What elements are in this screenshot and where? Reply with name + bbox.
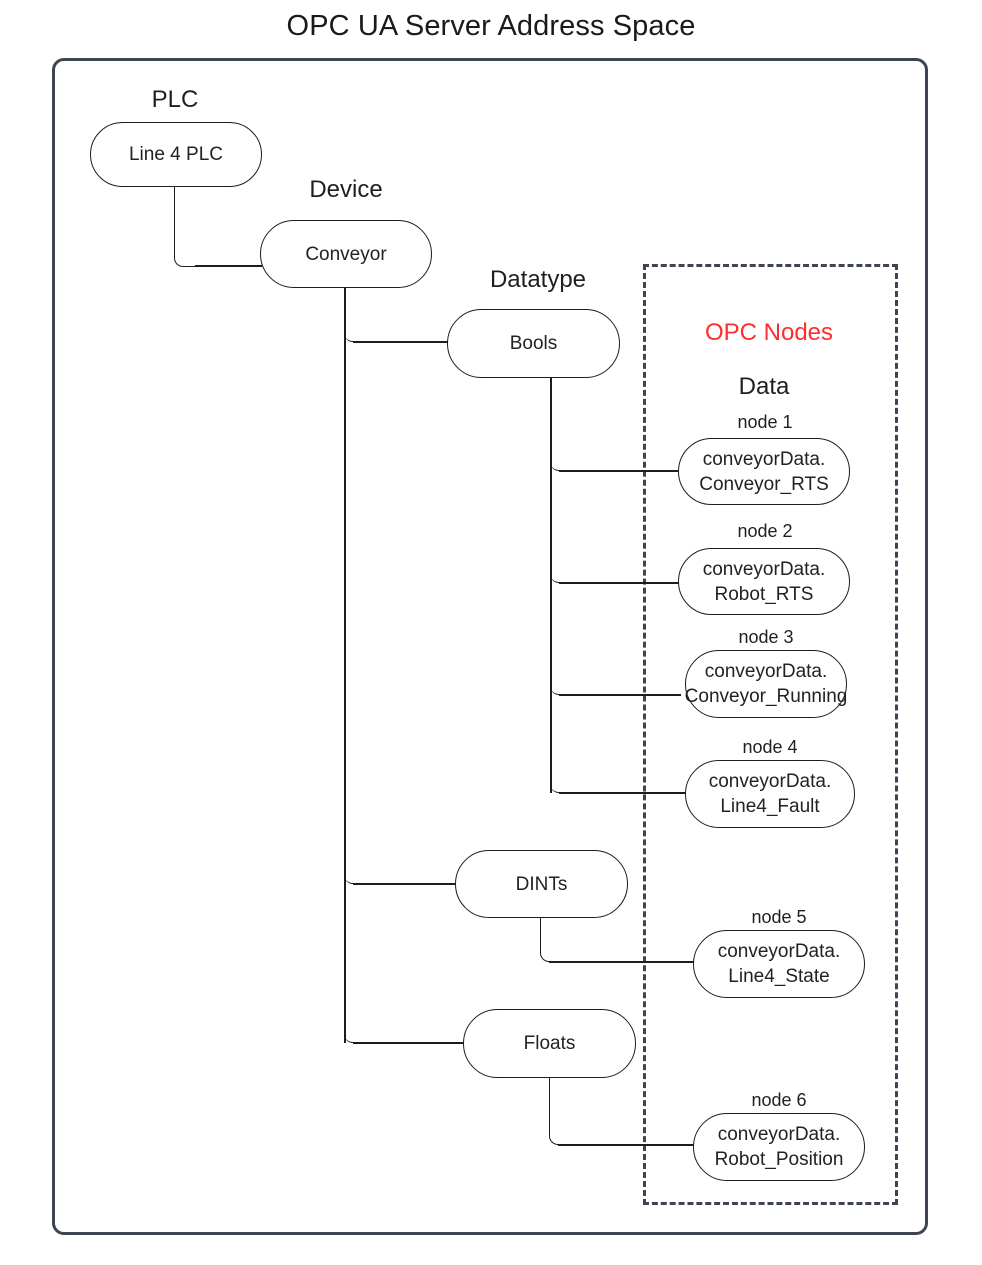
connector-dints-to-node5-elbow (540, 918, 559, 962)
connector-dints-to-node5 (549, 961, 697, 963)
caption-data: Data (738, 373, 790, 400)
opc-node-5-line2: Line4_State (728, 966, 830, 987)
opc-node-5-line1: conveyorData. (717, 941, 841, 962)
node-floats-label: Floats (523, 1033, 576, 1054)
connector-bools-to-node1-elbow (550, 430, 569, 471)
opc-node-2-text: conveyorData. Robot_RTS (703, 557, 826, 607)
opc-node-2-caption: node 2 (737, 521, 793, 541)
opc-node-4-line2: Line4_Fault (720, 796, 820, 817)
opc-node-4-text: conveyorData. Line4_Fault (709, 769, 832, 819)
caption-datatype: Datatype (489, 266, 587, 293)
opc-node-3[interactable]: conveyorData. Conveyor_Running (685, 650, 847, 718)
page-title: OPC UA Server Address Space (286, 10, 696, 42)
connector-conveyor-to-floats (353, 1042, 465, 1044)
connector-plc-to-conveyor-elbow (174, 186, 196, 267)
caption-plc: PLC (151, 86, 199, 113)
opc-node-1-caption: node 1 (737, 412, 793, 432)
connector-conveyor-trunk (344, 288, 346, 1043)
opc-node-4-line1: conveyorData. (708, 771, 832, 792)
connector-bools-to-node3-elbow (550, 654, 569, 695)
opc-node-5-text: conveyorData. Line4_State (718, 939, 841, 989)
opc-node-3-caption: node 3 (738, 627, 794, 647)
opc-node-1-line1: conveyorData. (702, 448, 826, 470)
connector-bools-to-node4-elbow (550, 752, 569, 793)
node-conveyor-label: Conveyor (305, 243, 387, 265)
connector-conveyor-to-dints (353, 883, 458, 885)
opc-nodes-region (643, 264, 898, 1205)
opc-node-1[interactable]: conveyorData. Conveyor_RTS (678, 438, 850, 505)
connector-floats-to-node6 (558, 1144, 698, 1146)
opc-node-3-text: conveyorData. Conveyor_Running (685, 659, 848, 709)
opc-node-4-caption: node 4 (742, 737, 798, 757)
opc-node-6-caption: node 6 (751, 1090, 807, 1110)
opc-node-6-text: conveyorData. Robot_Position (715, 1122, 844, 1172)
opc-node-3-line1: conveyorData. (704, 661, 828, 682)
connector-floats-to-node6-elbow (549, 1078, 568, 1145)
connector-bools-to-node4 (559, 792, 689, 794)
opc-node-1-text: conveyorData. Conveyor_RTS (699, 447, 829, 497)
connector-bools-to-node2 (559, 582, 683, 584)
opc-node-3-line2: Conveyor_Running (684, 686, 848, 707)
node-line4-plc-label: Line 4 PLC (128, 144, 223, 165)
connector-conveyor-to-bools (353, 341, 450, 343)
node-dints[interactable]: DINTs (455, 850, 628, 918)
connector-bools-to-node2-elbow (550, 542, 569, 583)
node-bools[interactable]: Bools (447, 309, 620, 378)
node-conveyor[interactable]: Conveyor (260, 220, 432, 288)
connector-conveyor-to-bools-elbow (344, 300, 363, 342)
opc-node-6-line2: Robot_Position (714, 1149, 844, 1170)
opc-node-2-line2: Robot_RTS (714, 583, 814, 605)
node-floats[interactable]: Floats (463, 1009, 636, 1078)
connector-plc-to-conveyor-line (195, 265, 262, 267)
opc-node-6[interactable]: conveyorData. Robot_Position (693, 1113, 865, 1181)
opc-node-1-line2: Conveyor_RTS (699, 473, 829, 495)
node-bools-label: Bools (509, 333, 558, 354)
connector-bools-to-node3 (559, 694, 681, 696)
opc-node-2[interactable]: conveyorData. Robot_RTS (678, 548, 850, 615)
opc-node-5-caption: node 5 (751, 907, 807, 927)
caption-opc-nodes: OPC Nodes (704, 319, 834, 346)
node-line4-plc[interactable]: Line 4 PLC (90, 122, 262, 187)
opc-node-4[interactable]: conveyorData. Line4_Fault (685, 760, 855, 828)
caption-device: Device (309, 176, 383, 203)
address-space-container (52, 58, 928, 1235)
connector-bools-trunk (550, 378, 552, 793)
connector-bools-to-node1 (559, 470, 683, 472)
opc-node-5[interactable]: conveyorData. Line4_State (693, 930, 865, 998)
opc-node-2-line1: conveyorData. (702, 558, 826, 580)
connector-conveyor-to-dints-elbow (344, 845, 363, 884)
opc-node-6-line1: conveyorData. (717, 1124, 841, 1145)
connector-conveyor-to-floats-elbow (344, 1004, 363, 1043)
node-dints-label: DINTs (515, 873, 568, 895)
